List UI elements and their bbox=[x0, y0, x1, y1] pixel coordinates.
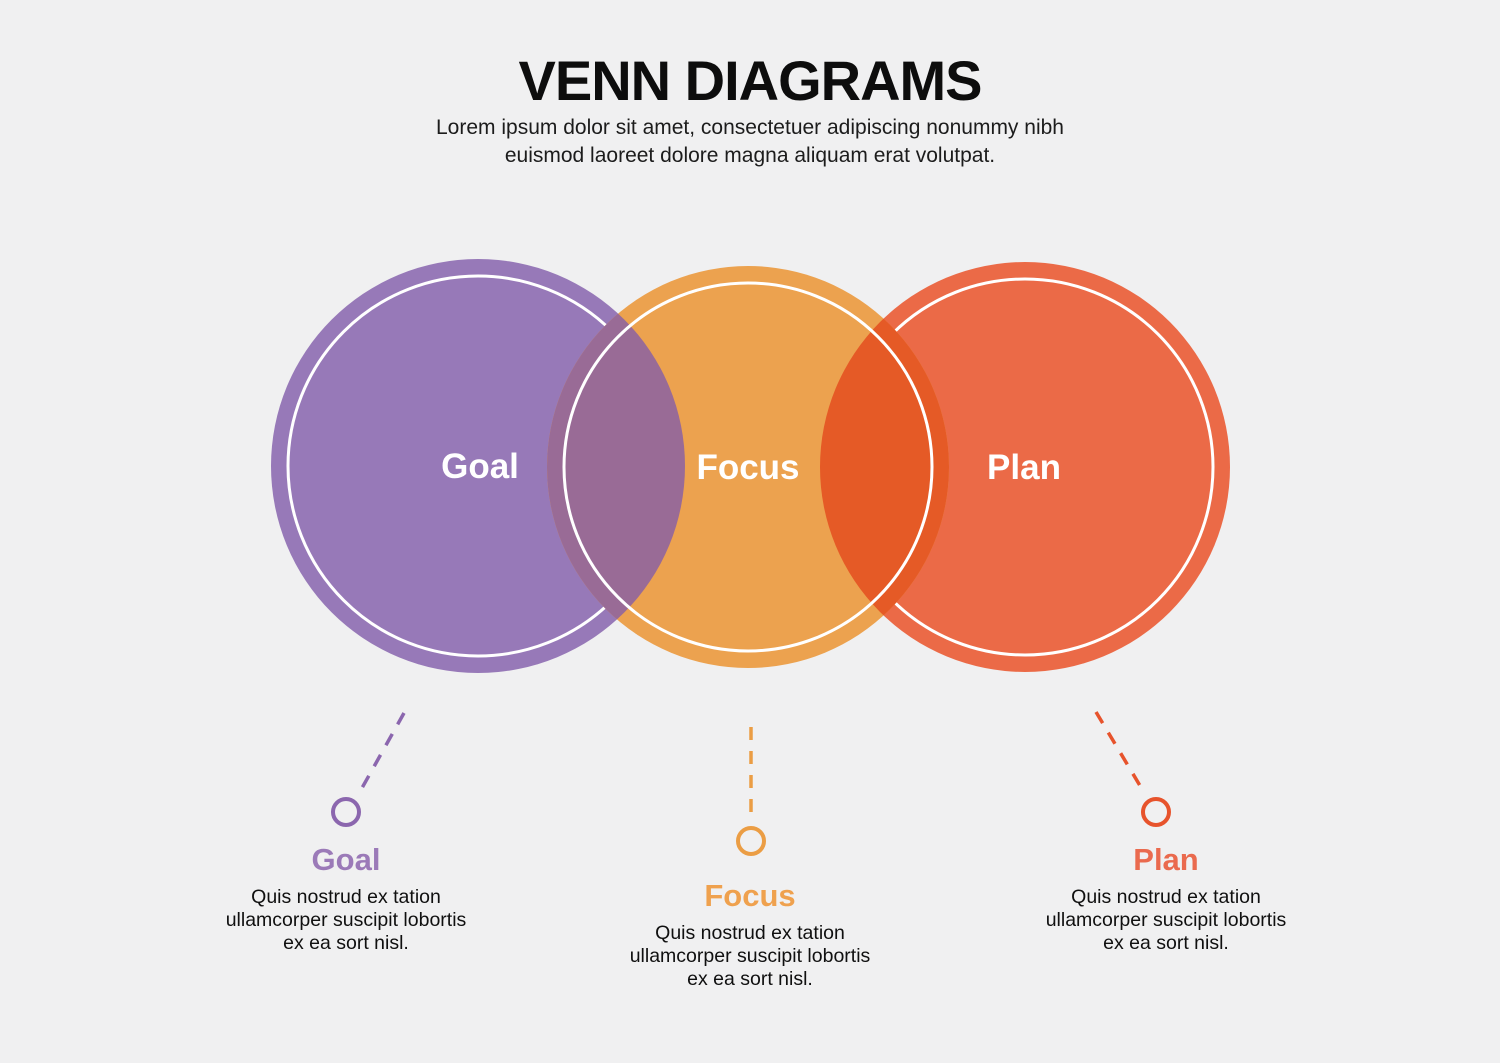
page-title: VENN DIAGRAMS bbox=[518, 49, 982, 112]
plan-circle-label: Plan bbox=[987, 448, 1061, 487]
goal-focus-overlap bbox=[547, 266, 685, 668]
callout-goal: Goal Quis nostrud ex tation ullamcorper … bbox=[181, 843, 511, 955]
goal-connector-dot bbox=[331, 797, 361, 827]
plan-connector-dot bbox=[1141, 797, 1171, 827]
callout-focus-description: Quis nostrud ex tation ullamcorper susci… bbox=[629, 922, 871, 990]
plan-circle bbox=[820, 262, 1230, 672]
focus-plan-overlap bbox=[820, 266, 949, 668]
goal-connector-line bbox=[360, 712, 406, 789]
callout-plan-title: Plan bbox=[1133, 842, 1199, 877]
focus-circle-label: Focus bbox=[696, 448, 799, 487]
callout-focus: Focus Quis nostrud ex tation ullamcorper… bbox=[585, 879, 915, 991]
page-subtitle: Lorem ipsum dolor sit amet, consectetuer… bbox=[436, 116, 1064, 167]
focus-inner-ring bbox=[562, 281, 934, 653]
callout-plan: Plan Quis nostrud ex tation ullamcorper … bbox=[1001, 843, 1331, 955]
callout-goal-title: Goal bbox=[311, 842, 381, 877]
plan-connector-line bbox=[1094, 711, 1144, 790]
goal-circle-label: Goal bbox=[441, 447, 519, 486]
focus-connector-dot bbox=[736, 826, 766, 856]
callout-focus-title: Focus bbox=[704, 878, 796, 913]
callout-plan-description: Quis nostrud ex tation ullamcorper susci… bbox=[1045, 886, 1287, 954]
callout-goal-description: Quis nostrud ex tation ullamcorper susci… bbox=[225, 886, 467, 954]
